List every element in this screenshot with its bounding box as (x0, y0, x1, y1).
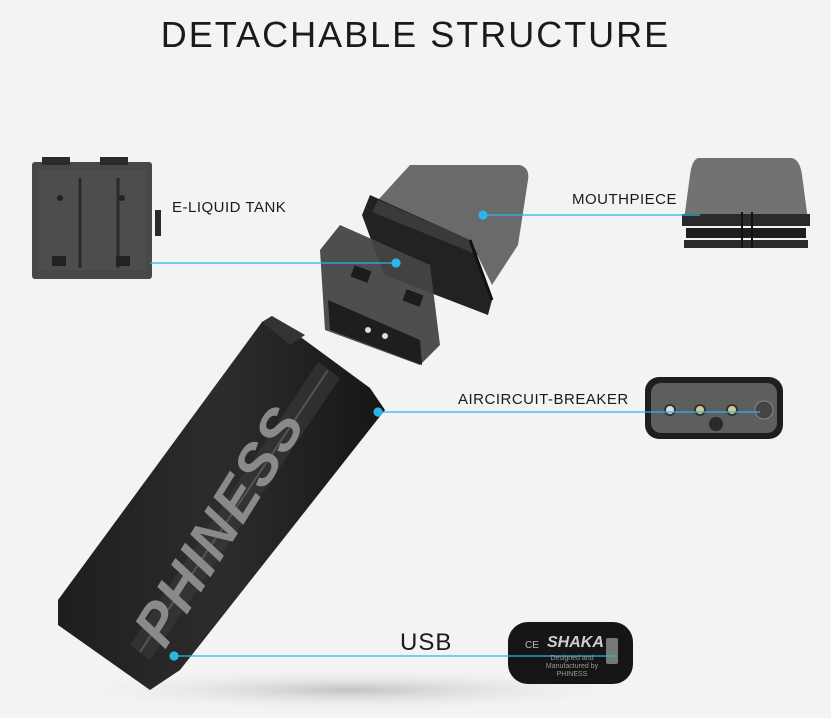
page-title: DETACHABLE STRUCTURE (160, 14, 671, 55)
label-mouthpiece: MOUTHPIECE (572, 191, 678, 208)
e-liquid-tank-part (32, 157, 161, 279)
label-aircircuit-breaker: AIRCIRCUIT-BREAKER (458, 391, 629, 408)
assembled-pod-part (320, 165, 529, 365)
ground-shadow (50, 668, 650, 712)
aircircuit-breaker-part (645, 377, 783, 439)
usb-cap-part (508, 622, 633, 684)
ce-mark: CE (525, 640, 539, 651)
label-e-liquid-tank: E-LIQUID TANK (172, 199, 287, 216)
label-usb: USB (400, 629, 453, 656)
badge-line-3: PHINESS (557, 671, 588, 678)
mouthpiece-part (682, 158, 810, 248)
badge-line-2: Manufactured by (546, 663, 599, 670)
badge-line-1: Designed and (550, 655, 593, 662)
device-body-part (58, 316, 385, 690)
callout-lines (150, 210, 760, 661)
model-name: SHAKA (547, 634, 604, 651)
